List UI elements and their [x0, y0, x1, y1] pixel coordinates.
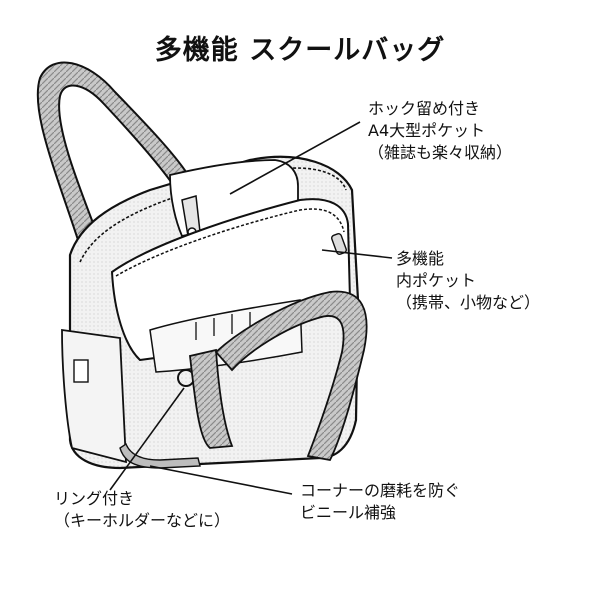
callout-a4-pocket: ホック留め付き A4大型ポケット （雑誌も楽々収納）: [368, 98, 512, 164]
leader-line-corner: [149, 465, 293, 495]
callout-line: 多機能: [396, 249, 445, 268]
leader-line-ring: [109, 387, 185, 491]
callout-line: リング付き: [54, 489, 135, 508]
callout-line: ビニール補強: [300, 503, 397, 522]
callout-line: ホック留め付き: [368, 99, 481, 118]
callout-corner: コーナーの磨耗を防ぐ ビニール補強: [300, 480, 460, 524]
leader-line-a4-pocket: [229, 121, 361, 195]
callout-ring: リング付き （キーホルダーなどに）: [54, 488, 230, 532]
callout-line: コーナーの磨耗を防ぐ: [300, 481, 461, 500]
callout-line: A4大型ポケット: [368, 121, 486, 140]
callout-line: （携帯、小物など）: [396, 293, 541, 312]
front-handle-loop: [214, 290, 368, 462]
diagram-title: 多機能 スクールバッグ: [154, 35, 446, 66]
pen-slots: [195, 312, 251, 340]
callout-line: 内ポケット: [396, 271, 477, 290]
front-handle-strap: [189, 348, 234, 449]
front-zipper: [115, 208, 345, 277]
callout-line: （キーホルダーなどに）: [54, 511, 231, 530]
callout-line: （雑誌も楽々収納）: [368, 143, 513, 162]
side-panel: [61, 328, 127, 464]
leader-line-inner-pocket: [321, 249, 393, 259]
zipper-pull: [331, 233, 347, 255]
side-tab: [73, 359, 89, 383]
corner-reinforcement: [119, 442, 201, 469]
callout-inner-pocket: 多機能 内ポケット （携帯、小物など）: [396, 248, 540, 314]
